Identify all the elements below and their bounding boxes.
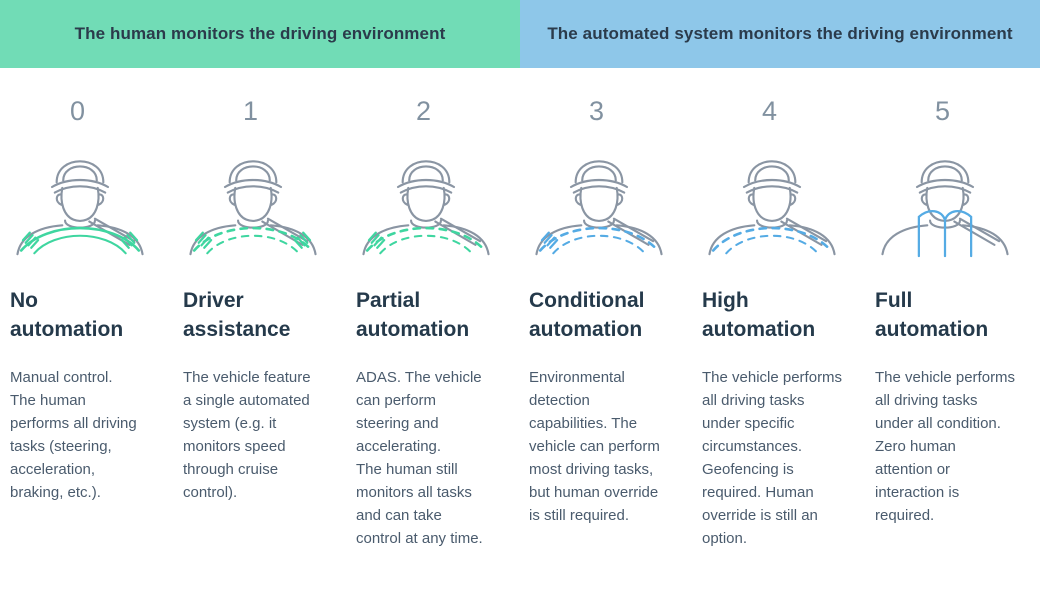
level-number: 0 (69, 96, 86, 126)
monitoring-responsibility-header: The human monitors the driving environme… (0, 0, 1040, 68)
level-description: Manual control. The human performs all d… (10, 369, 137, 501)
level-title: No automation (10, 289, 124, 341)
driver-hands-free-wheel-icon (702, 144, 842, 258)
driver-hands-on-solid-wheel-icon (10, 144, 150, 258)
automated-system-monitors-banner: The automated system monitors the drivin… (520, 0, 1040, 68)
level-number: 3 (588, 96, 605, 126)
human-monitors-banner: The human monitors the driving environme… (0, 0, 520, 68)
driver-one-hand-automated-wheel-icon (529, 144, 669, 258)
level-column-1: 1 Driver assistance The vehicle feature … (183, 68, 348, 504)
level-number: 2 (415, 96, 432, 126)
level-number: 4 (761, 96, 778, 126)
level-title: Full automation (875, 289, 989, 341)
level-title: Partial automation (356, 289, 470, 341)
driver-reading-book-icon (875, 144, 1015, 258)
driver-one-hand-wheel-icon (356, 144, 496, 258)
level-number: 5 (934, 96, 951, 126)
level-column-4: 4 High automation The vehicle performs a… (702, 68, 867, 550)
level-number: 1 (242, 96, 259, 126)
level-description: Environmental detection capabilities. Th… (529, 369, 660, 524)
level-description: The vehicle feature a single automated s… (183, 369, 311, 501)
driver-hands-on-assisted-wheel-icon (183, 144, 323, 258)
level-description: The vehicle performs all driving tasks u… (875, 369, 1016, 524)
level-title: Driver assistance (183, 289, 291, 341)
automation-levels-grid: 0 No automation Manual control. The huma… (0, 68, 1040, 550)
level-title: Conditional automation (529, 289, 645, 341)
level-column-2: 2 Partial automation ADAS. The vehicle c… (356, 68, 521, 550)
level-column-3: 3 Conditional automation Environmental d… (529, 68, 694, 527)
level-description: ADAS. The vehicle can perform steering a… (356, 369, 483, 547)
level-title: High automation (702, 289, 816, 341)
level-description: The vehicle performs all driving tasks u… (702, 369, 843, 547)
level-column-0: 0 No automation Manual control. The huma… (10, 68, 175, 504)
level-column-5: 5 Full automation The vehicle performs a… (875, 68, 1040, 527)
